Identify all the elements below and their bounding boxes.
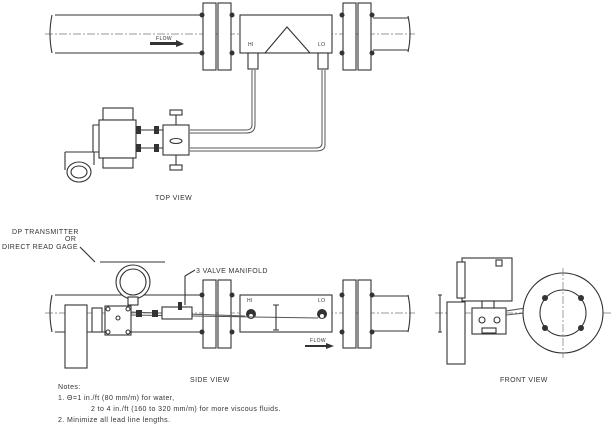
note-1-cont: 2 to 4 in./ft (160 to 320 mm/m) for more… <box>91 406 281 413</box>
transmitter-label-line1: DP TRANSMITTER <box>12 229 79 236</box>
front-view: FRONT VIEW <box>435 257 612 384</box>
top-lo-label: LO <box>318 42 325 48</box>
notes: Notes: 1. Θ=1 in./ft (80 mm/m) for water… <box>58 384 281 424</box>
manifold-label: 3 VALVE MANIFOLD <box>196 268 268 275</box>
front-view-title: FRONT VIEW <box>500 377 548 384</box>
top-flow-label: FLOW <box>156 36 172 42</box>
note-1: 1. Θ=1 in./ft (80 mm/m) for water, <box>58 395 175 402</box>
note-2: 2. Minimize all lead line lengths. <box>58 417 170 424</box>
side-hi-label: HI <box>247 298 253 304</box>
notes-heading: Notes: <box>58 384 81 391</box>
transmitter-label-line3: DIRECT READ GAGE <box>2 244 78 251</box>
top-view: FLOW HI LO TOP VIEW <box>45 2 415 202</box>
top-hi-label: HI <box>248 42 254 48</box>
side-lo-label: LO <box>318 298 325 304</box>
transmitter-label-line2: OR <box>65 236 76 243</box>
top-view-title: TOP VIEW <box>155 195 192 202</box>
side-view-title: SIDE VIEW <box>190 377 230 384</box>
side-view: DP TRANSMITTER OR DIRECT READ GAGE 3 VAL… <box>2 229 415 369</box>
side-flow-label: FLOW <box>310 338 326 344</box>
